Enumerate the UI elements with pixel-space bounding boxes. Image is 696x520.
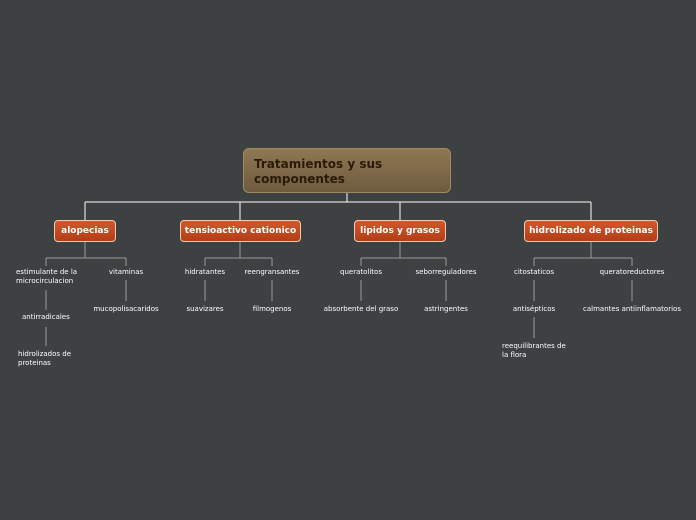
leaf-vitaminas[interactable]: vitaminas	[108, 268, 144, 276]
leaf-queratoreductores[interactable]: queratoreductores	[599, 268, 665, 276]
topic-lipidos-y-grasos[interactable]: lipidos y grasos	[354, 220, 446, 242]
leaf-queratolitos[interactable]: queratolitos	[340, 268, 382, 276]
leaf-filmogenos[interactable]: filmogenos	[252, 305, 292, 313]
leaf-connectors	[45, 242, 633, 346]
leaf-calmantes-antiinflamatorios[interactable]: calmantes antiinflamatorios	[583, 305, 681, 313]
leaf-astringentes[interactable]: astringentes	[424, 305, 468, 313]
leaf-antisepticos[interactable]: antisépticos	[512, 305, 556, 313]
leaf-reequilibrantes-de-la-flora[interactable]: reequilibrantes de la flora	[502, 342, 566, 359]
main-connectors	[84, 193, 592, 220]
topic-tensioactivo-cationico[interactable]: tensioactivo cationico	[180, 220, 301, 242]
root-topic[interactable]: Tratamientos y sus componentes	[243, 148, 451, 193]
leaf-citostaticos[interactable]: citostaticos	[514, 268, 554, 276]
leaf-reengransantes[interactable]: reengransantes	[244, 268, 300, 276]
leaf-hidratantes[interactable]: hidratantes	[184, 268, 226, 276]
leaf-seborreguladores[interactable]: seborreguladores	[415, 268, 477, 276]
leaf-absorbente-del-graso[interactable]: absorbente del graso	[323, 305, 399, 313]
leaf-mucopolisacaridos[interactable]: mucopolisacaridos	[93, 305, 159, 313]
leaf-suavizares[interactable]: suavizares	[186, 305, 224, 313]
leaf-antirradicales[interactable]: antirradicales	[22, 313, 70, 321]
leaf-estimulante-microcirculacion[interactable]: estimulante de la microcirculacion	[16, 268, 78, 285]
leaf-hidrolizados-de-proteinas[interactable]: hidrolizados de proteinas	[18, 350, 72, 367]
topic-alopecias[interactable]: alopecias	[54, 220, 116, 242]
topic-hidrolizado-de-proteinas[interactable]: hidrolizado de proteinas	[524, 220, 658, 242]
